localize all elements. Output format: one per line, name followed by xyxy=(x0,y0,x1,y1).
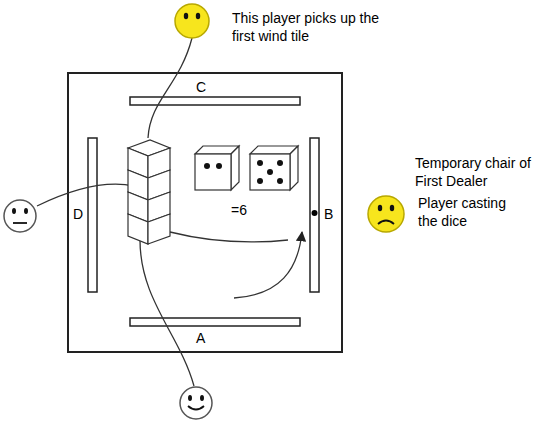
seat-letter: B xyxy=(324,206,333,224)
die-side xyxy=(290,146,298,190)
leader-line xyxy=(170,232,288,242)
eye xyxy=(184,13,188,19)
wall-a xyxy=(130,318,300,326)
eye xyxy=(188,395,192,401)
seat-letter: C xyxy=(196,79,206,97)
die-front xyxy=(195,154,231,190)
face xyxy=(180,387,212,419)
eye xyxy=(24,208,28,214)
eye xyxy=(196,13,200,19)
table-outline xyxy=(68,73,342,352)
mouth xyxy=(188,406,204,410)
pip xyxy=(216,163,222,169)
leader-line xyxy=(140,240,194,386)
dealer-dot xyxy=(312,210,318,216)
wall-b xyxy=(310,138,319,292)
leader-arrow xyxy=(234,232,302,298)
face-top xyxy=(175,4,209,38)
stack-face xyxy=(148,214,170,244)
seat-letter: A xyxy=(196,330,205,348)
face xyxy=(175,4,209,38)
wall-d xyxy=(88,138,97,292)
pip xyxy=(277,178,283,184)
leader-line xyxy=(37,184,134,206)
leader-line xyxy=(148,38,192,138)
eye xyxy=(378,205,382,211)
face xyxy=(4,200,36,232)
mouth xyxy=(378,221,394,225)
wall-c xyxy=(130,97,300,105)
pip xyxy=(277,160,283,166)
die xyxy=(195,146,239,190)
die-side xyxy=(231,146,239,190)
face xyxy=(368,196,404,232)
die xyxy=(250,146,298,190)
eye xyxy=(12,208,16,214)
pip xyxy=(267,169,273,175)
face-right xyxy=(368,196,404,232)
eye xyxy=(390,205,394,211)
seat-letter: D xyxy=(73,206,83,224)
mouth xyxy=(13,222,27,224)
note-text: Player casting the dice xyxy=(418,195,522,230)
pip xyxy=(257,178,263,184)
die-front xyxy=(250,154,290,190)
note-text: Temporary chair of First Dealer xyxy=(415,155,533,190)
face-bottom xyxy=(180,387,212,419)
tile-stack xyxy=(128,140,170,244)
stack-face xyxy=(128,214,148,244)
pip xyxy=(257,160,263,166)
face-left xyxy=(4,200,36,232)
eye xyxy=(200,395,204,401)
dice-total: =6 xyxy=(231,202,247,220)
note-text: This player picks up the first wind tile xyxy=(232,10,382,45)
pip xyxy=(204,163,210,169)
